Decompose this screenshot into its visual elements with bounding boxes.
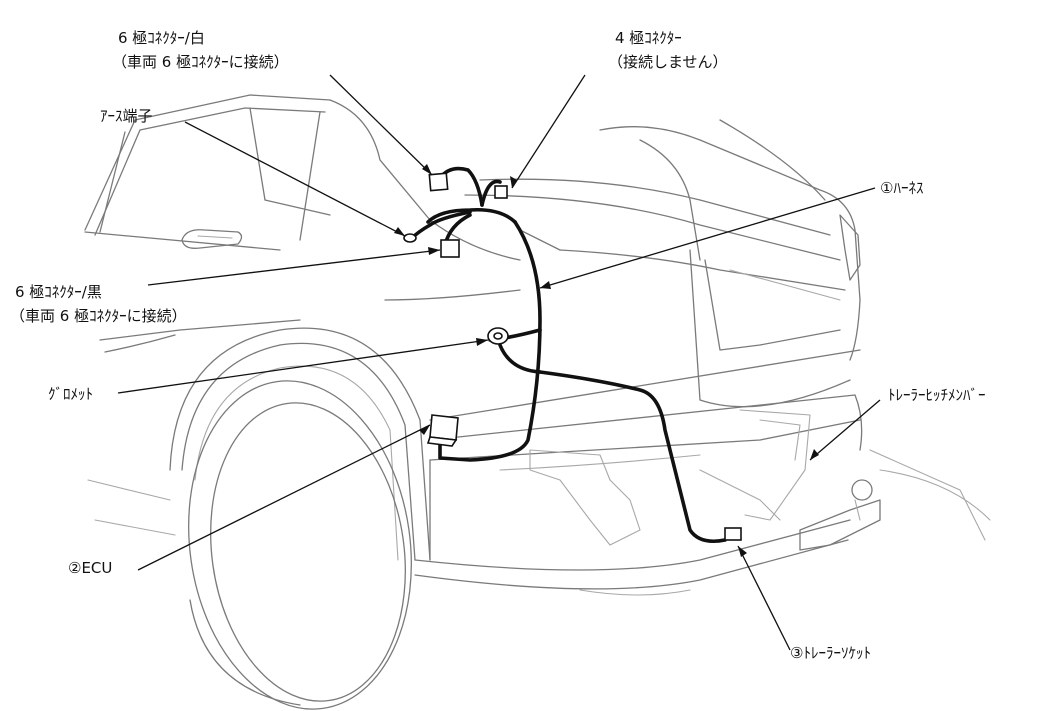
tow-ball (799, 499, 881, 551)
leader-ground-terminal (184, 121, 406, 237)
connector-4pin-body (494, 185, 508, 199)
label-ground-terminal: ｱｰｽ端子 (100, 107, 153, 125)
label-trailer-socket: ③ﾄﾚｰﾗｰｿｹｯﾄ (790, 644, 871, 662)
tail-light (839, 214, 861, 281)
leader-harness (539, 187, 876, 289)
label-trailer-hitch-member: ﾄﾚｰﾗｰﾋｯﾁﾒﾝﾊﾞｰ (888, 386, 986, 404)
leader-4pin (511, 74, 586, 189)
ground-terminal-body (403, 233, 417, 243)
label-connector-6pin-black-note: （車両 6 極ｺﾈｸﾀｰに接続） (10, 307, 187, 325)
leader-lines (117, 74, 881, 651)
trailer-socket-body (724, 527, 742, 541)
arrowheads (394, 164, 819, 557)
ecu-body (426, 414, 459, 447)
harness-wiring (410, 166, 727, 544)
label-connector-6pin-white: 6 極ｺﾈｸﾀｰ/白 (118, 29, 205, 47)
label-connector-6pin-white-note: （車両 6 極ｺﾈｸﾀｰに接続） (112, 53, 289, 71)
hitch-bracket (529, 449, 641, 546)
leader-6pin-black (147, 249, 441, 286)
vehicle-body-outline (84, 94, 991, 710)
leader-hitch-member (809, 399, 881, 461)
connector-6pin-black-body (440, 239, 460, 258)
connector-6pin-white-body (428, 172, 449, 192)
label-connector-4pin-note: （接続しません） (608, 53, 728, 71)
label-connector-4pin: 4 極ｺﾈｸﾀｰ (615, 29, 682, 47)
leader-trailer-socket (737, 545, 791, 651)
label-grommet: ｸﾞﾛﾒｯﾄ (48, 385, 94, 403)
leader-grommet (117, 339, 489, 394)
leader-6pin-white (329, 74, 433, 176)
leader-ecu (137, 424, 431, 571)
door-handle (181, 229, 243, 249)
label-ecu: ②ECU (68, 559, 113, 577)
label-connector-6pin-black: 6 極ｺﾈｸﾀｰ/黒 (15, 283, 102, 301)
label-harness: ①ﾊｰﾈｽ (880, 179, 924, 197)
grommet-body (487, 327, 509, 345)
